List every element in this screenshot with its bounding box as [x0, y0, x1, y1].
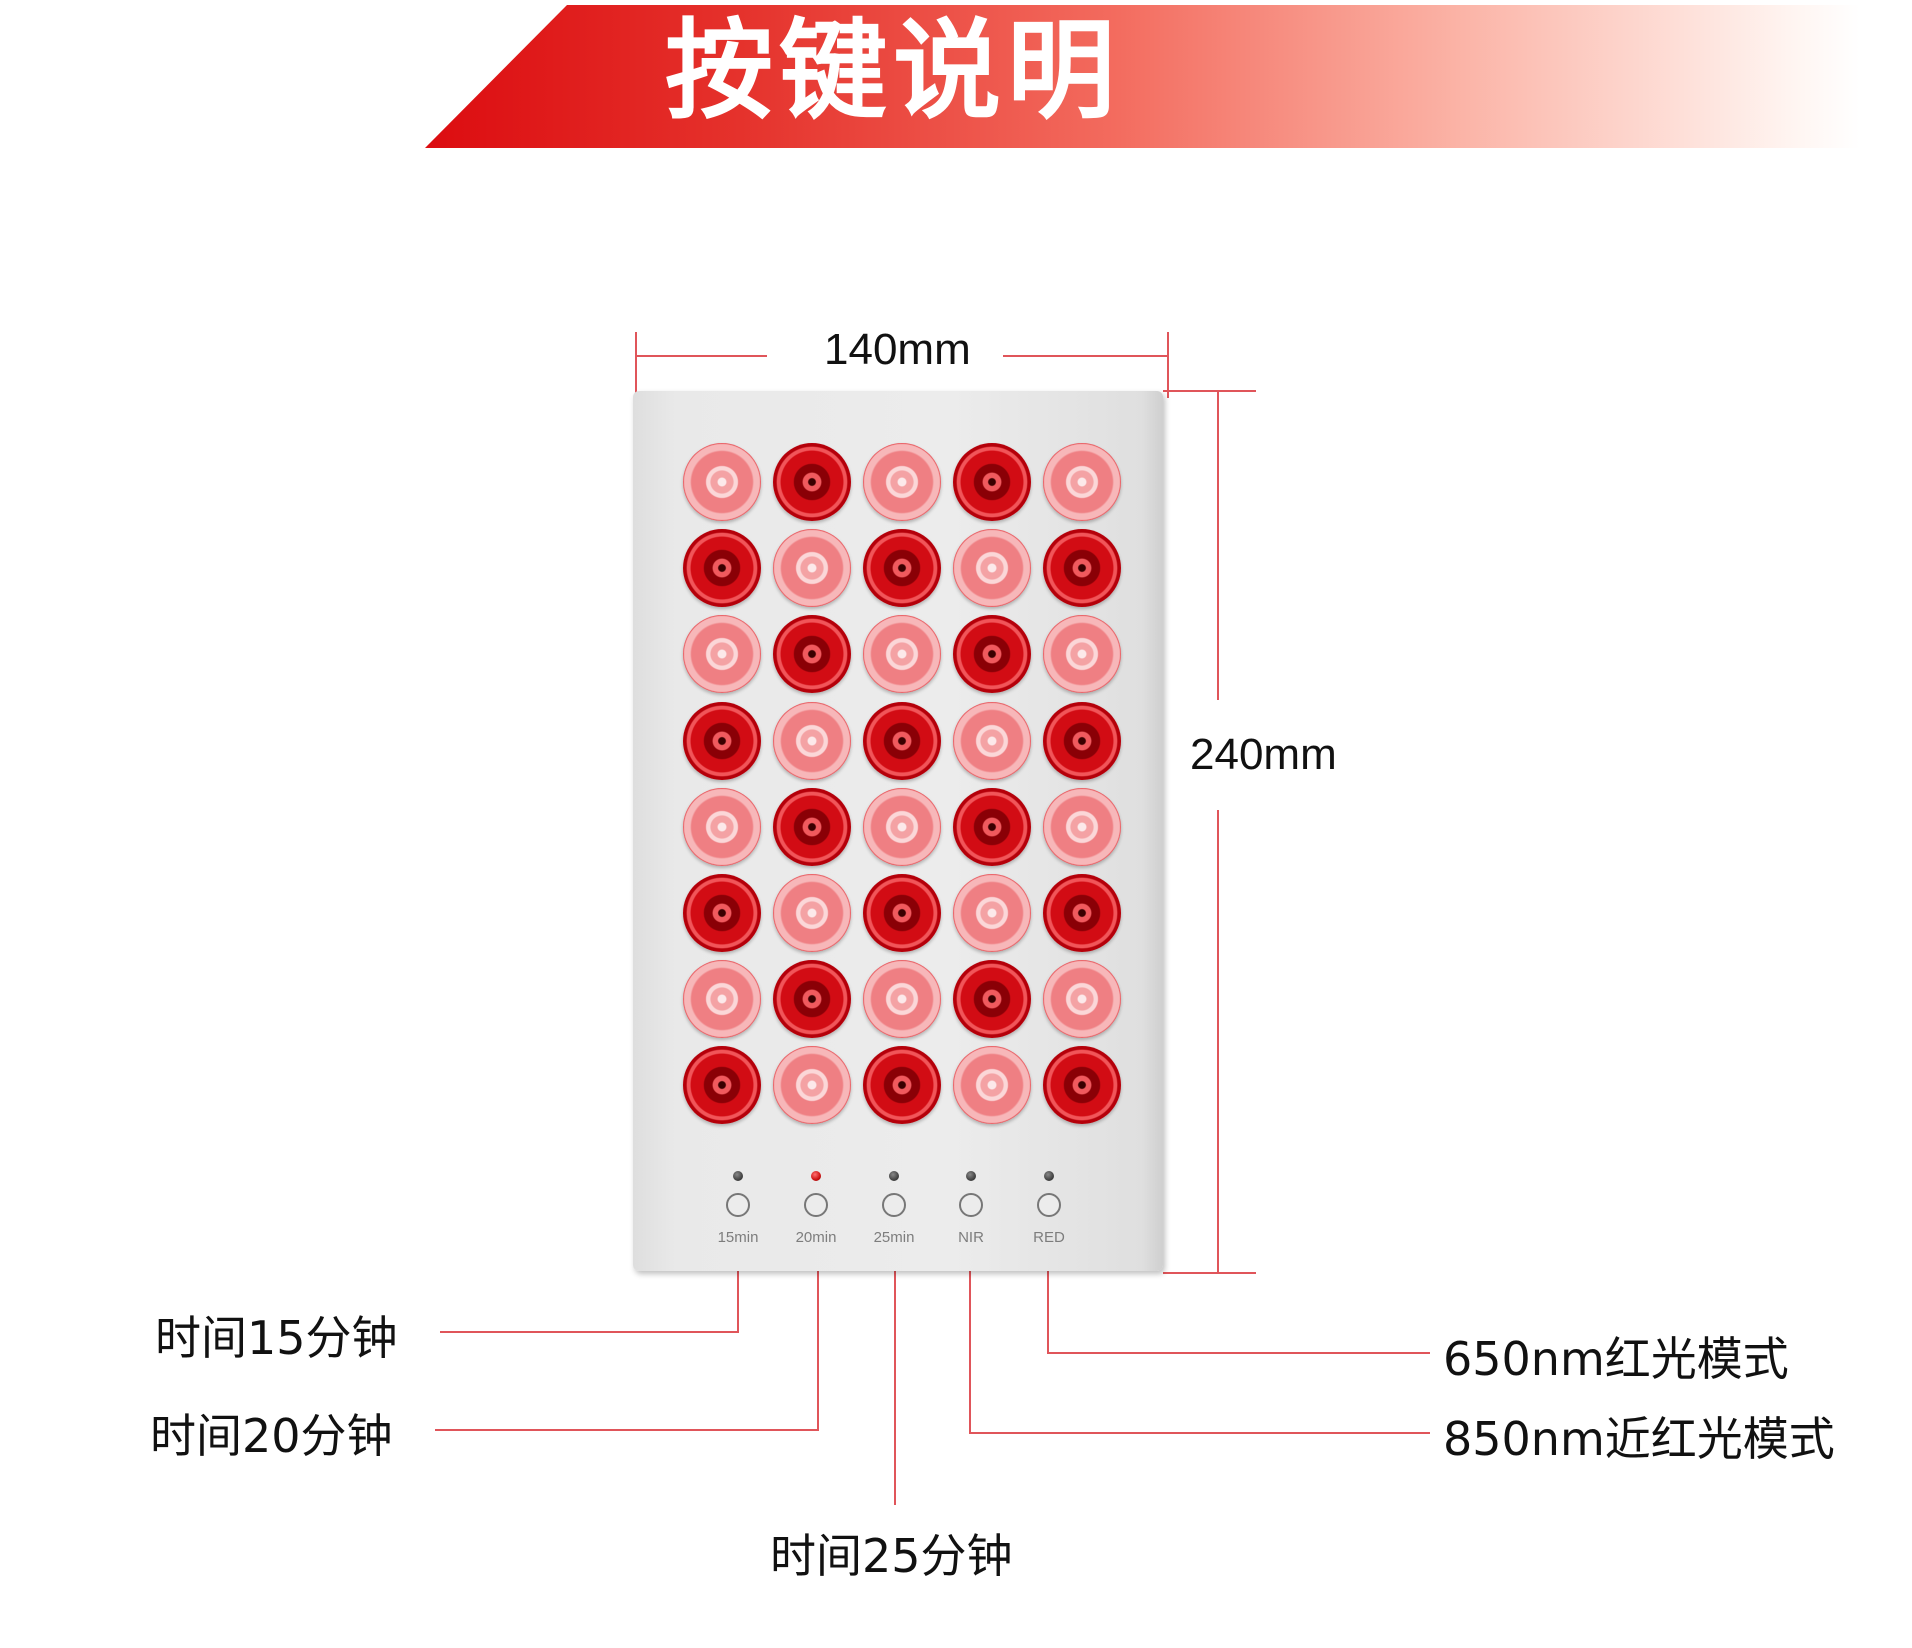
- indicator-light: [1044, 1171, 1054, 1181]
- indicator-light: [733, 1171, 743, 1181]
- indicator-light: [811, 1171, 821, 1181]
- led-dark: [683, 1046, 761, 1125]
- led-dark: [953, 443, 1031, 521]
- led-light: [773, 701, 851, 780]
- led-light: [953, 1046, 1031, 1125]
- led-light: [953, 874, 1031, 952]
- led-light: [953, 701, 1031, 780]
- led-dark: [863, 1046, 941, 1125]
- led-light: [1043, 960, 1121, 1039]
- leader-nir: [969, 1268, 1430, 1434]
- led-dark: [863, 701, 941, 780]
- button-label: 25min: [873, 1229, 915, 1246]
- control-button-25min[interactable]: [882, 1193, 906, 1217]
- callout-time-15: 时间15分钟: [155, 1311, 398, 1365]
- led-light: [1043, 615, 1121, 694]
- led-light: [773, 529, 851, 608]
- led-dark: [683, 874, 761, 952]
- control-button-20min[interactable]: [804, 1193, 828, 1217]
- leader-20min: [435, 1268, 819, 1431]
- led-light: [683, 615, 761, 694]
- control-button-15min[interactable]: [726, 1193, 750, 1217]
- device-panel: 15min 20min 25min NIR RED: [633, 391, 1163, 1271]
- led-light: [863, 960, 941, 1039]
- banner-title: 按键说明: [665, 9, 1122, 134]
- button-label: RED: [1033, 1229, 1065, 1246]
- led-dark: [953, 615, 1031, 694]
- led-dark: [1043, 529, 1121, 608]
- width-label: 140mm: [824, 325, 971, 374]
- indicator-light: [889, 1171, 899, 1181]
- led-dark: [1043, 874, 1121, 952]
- led-light: [863, 787, 941, 866]
- led-light: [683, 960, 761, 1039]
- led-light: [863, 615, 941, 694]
- button-label: 20min: [795, 1229, 837, 1246]
- led-dark: [953, 787, 1031, 866]
- callout-time-25: 时间25分钟: [770, 1529, 1013, 1583]
- control-button-nir[interactable]: [959, 1193, 983, 1217]
- led-dark: [773, 960, 851, 1039]
- led-dark: [773, 443, 851, 521]
- leader-15min: [440, 1268, 739, 1333]
- led-light: [1043, 787, 1121, 866]
- led-dark: [773, 615, 851, 694]
- height-label: 240mm: [1190, 730, 1337, 779]
- led-dark: [683, 529, 761, 608]
- led-light: [863, 443, 941, 521]
- led-light: [773, 874, 851, 952]
- led-dark: [953, 960, 1031, 1039]
- led-dark: [1043, 701, 1121, 780]
- led-light: [773, 1046, 851, 1125]
- led-light: [953, 529, 1031, 608]
- led-dark: [863, 529, 941, 608]
- led-dark: [863, 874, 941, 952]
- callout-nir-850: 850nm近红光模式: [1443, 1412, 1835, 1466]
- button-label: NIR: [958, 1229, 984, 1246]
- control-button-red[interactable]: [1037, 1193, 1061, 1217]
- leader-red: [1047, 1268, 1430, 1354]
- led-dark: [1043, 1046, 1121, 1125]
- led-light: [683, 443, 761, 521]
- callout-time-20: 时间20分钟: [150, 1409, 393, 1463]
- led-light: [683, 787, 761, 866]
- led-dark: [683, 701, 761, 780]
- button-label: 15min: [717, 1229, 759, 1246]
- callout-red-650: 650nm红光模式: [1443, 1332, 1789, 1386]
- led-dark: [773, 787, 851, 866]
- indicator-light: [966, 1171, 976, 1181]
- header-banner: [425, 5, 1860, 148]
- led-light: [1043, 443, 1121, 521]
